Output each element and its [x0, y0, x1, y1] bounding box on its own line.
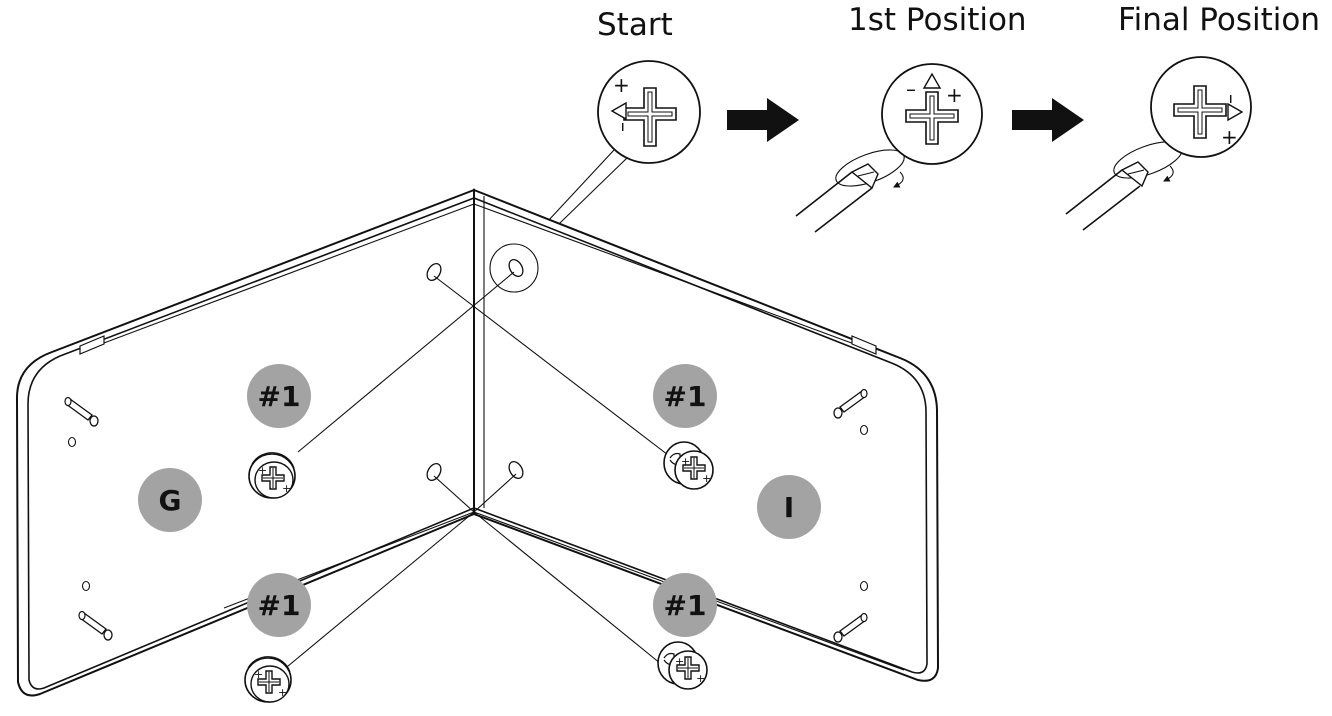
part-badge: #1 [247, 573, 311, 637]
first-position-detail: – + [795, 63, 983, 233]
cam-hole [426, 462, 442, 482]
cam-lock-icon [244, 655, 292, 703]
badge-label: #1 [664, 380, 707, 413]
panel-letter-g: G [159, 484, 182, 517]
detail-callout-circle [489, 243, 539, 293]
start-label: Start [597, 7, 673, 43]
panel-letter-i: I [784, 491, 794, 524]
minus-sign: – [1220, 94, 1244, 104]
panel-i [473, 188, 940, 682]
final-position-detail: + – [1065, 56, 1252, 231]
part-badge: #1 [653, 573, 717, 637]
minus-sign: – [612, 122, 636, 132]
final-position-label: Final Position [1118, 2, 1320, 38]
panel-badge-g: G [138, 468, 202, 532]
panel-badge-i: I [757, 475, 821, 539]
cam-lock-icon [657, 641, 708, 690]
badge-label: #1 [664, 589, 707, 622]
plus-sign: + [613, 73, 630, 97]
cam-hole [508, 460, 524, 480]
cam-hole [508, 258, 524, 278]
badge-label: #1 [258, 589, 301, 622]
start-detail: + – [597, 60, 701, 164]
part-badge: #1 [653, 364, 717, 428]
plus-sign: + [946, 83, 963, 107]
screwdriver-icon [1065, 161, 1149, 231]
arrow-right-icon [1012, 98, 1084, 142]
badge-label: #1 [258, 380, 301, 413]
panel-assembly [15, 188, 940, 703]
part-badge: #1 [247, 364, 311, 428]
panel-g [15, 188, 475, 697]
arrow-right-icon [727, 98, 799, 142]
minus-sign: – [906, 77, 916, 101]
screwdriver-icon [795, 163, 879, 233]
first-position-label: 1st Position [848, 2, 1027, 38]
cam-lock-icon [248, 451, 296, 499]
plus-sign: + [1221, 125, 1238, 149]
cam-hole [426, 262, 442, 282]
